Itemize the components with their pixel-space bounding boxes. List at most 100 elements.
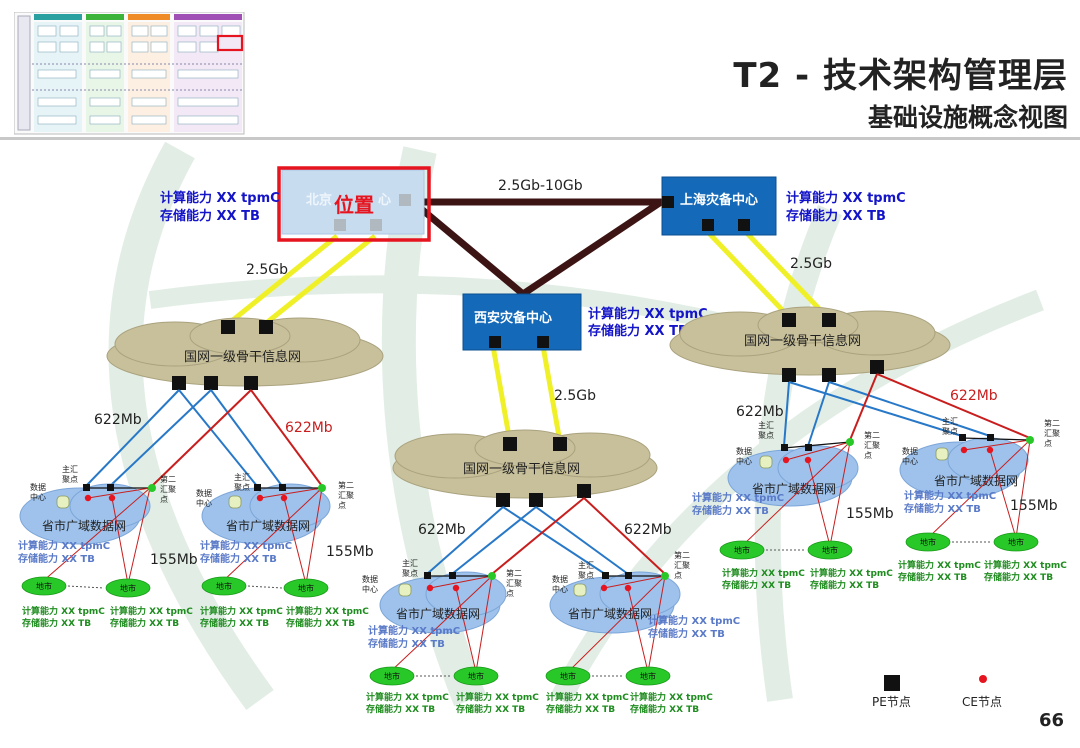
city-cap-s-9: 存储能力 XX TB: [722, 579, 791, 591]
city-clouds: [21, 532, 1039, 686]
thumbnail-navigator[interactable]: [14, 12, 246, 136]
provincial-clouds: [19, 437, 1029, 634]
location-marker: 位置: [334, 193, 374, 217]
legend-ce-label: CE节点: [962, 695, 1002, 709]
xian-center[interactable]: 西安灾备中心: [462, 293, 582, 351]
main-agg-label-e2-l2: 聚点: [942, 427, 958, 436]
backbone-cloud-center: [392, 429, 658, 499]
second-agg-label-w2-l2: 汇聚: [338, 491, 354, 500]
xa-backbone-link-label: 2.5Gb: [554, 388, 596, 404]
dc-label-e1-l2: 中心: [736, 456, 752, 466]
city-label-12: 地市: [1008, 537, 1024, 547]
xian-center-label: 西安灾备中心: [474, 310, 552, 326]
city-cap-s-7: 存储能力 XX TB: [546, 703, 615, 715]
city-cap-c-6: 计算能力 XX tpmC: [456, 691, 539, 703]
bw-label-155-e1: 155Mb: [846, 506, 894, 522]
prov-cap-compute-c1: 计算能力 XX tpmC: [368, 624, 460, 637]
provincial-capacities: 计算能力 XX tpmC 存储能力 XX TB 计算能力 XX tpmC 存储能…: [18, 489, 996, 650]
dc-label-w1-l1: 数据: [30, 482, 46, 492]
prov-cap-compute-w1: 计算能力 XX tpmC: [18, 539, 110, 552]
provincial-labels: 省市广域数据网 省市广域数据网 省市广域数据网 省市广域数据网 省市广域数据网 …: [42, 473, 1018, 621]
provincial-label-c1: 省市广域数据网: [396, 606, 480, 621]
city-cap-c-3: 计算能力 XX tpmC: [200, 605, 283, 617]
backbone-label-east: 国网一级骨干信息网: [744, 333, 861, 349]
city-cap-s-6: 存储能力 XX TB: [456, 703, 525, 715]
page-title: T2 - 技术架构管理层: [733, 56, 1068, 96]
xian-compute-capacity: 计算能力 XX tpmC: [588, 306, 708, 322]
second-agg-label-e2-l2: 汇聚: [1044, 429, 1060, 438]
bw-label-622-e1: 622Mb: [736, 404, 784, 420]
core-links: [409, 198, 665, 298]
bw-label-155-e2: 155Mb: [1010, 498, 1058, 514]
second-agg-label-w1-l3: 点: [160, 495, 168, 504]
city-cap-c-7: 计算能力 XX tpmC: [546, 691, 629, 703]
city-label-2: 地市: [120, 583, 136, 593]
bw-label-622-w2: 622Mb: [285, 420, 333, 436]
dc-label-e2-l1: 数据: [902, 446, 918, 456]
city-capacities: 计算能力 XX tpmC 存储能力 XX TB 计算能力 XX tpmC 存储能…: [22, 559, 1067, 715]
city-cap-s-5: 存储能力 XX TB: [366, 703, 435, 715]
prov-cap-storage-e2: 存储能力 XX TB: [904, 502, 981, 515]
prov-cap-storage-c1: 存储能力 XX TB: [368, 637, 445, 650]
main-agg-label-e2-l1: 主汇: [942, 416, 958, 426]
main-agg-label-w1-l1: 主汇: [62, 464, 78, 474]
city-cap-s-2: 存储能力 XX TB: [110, 617, 179, 629]
beijing-center[interactable]: 北京 心: [281, 169, 425, 235]
city-label-9: 地市: [734, 545, 750, 555]
backbone-label-center: 国网一级骨干信息网: [463, 461, 580, 477]
provincial-label-c2: 省市广域数据网: [568, 606, 652, 621]
red-links: [151, 373, 1031, 575]
city-cap-s-4: 存储能力 XX TB: [286, 617, 355, 629]
shanghai-center-label: 上海灾备中心: [680, 192, 758, 208]
prov-cap-compute-w2: 计算能力 XX tpmC: [200, 539, 292, 552]
city-cap-c-5: 计算能力 XX tpmC: [366, 691, 449, 703]
prov-cap-storage-e1: 存储能力 XX TB: [692, 504, 769, 517]
legend: PE节点 CE节点: [872, 675, 1002, 709]
dc-label-c1-l2: 中心: [362, 584, 378, 594]
second-agg-label-e2-l3: 点: [1044, 439, 1052, 448]
city-cap-c-11: 计算能力 XX tpmC: [898, 559, 981, 571]
city-cap-c-9: 计算能力 XX tpmC: [722, 567, 805, 579]
city-cap-s-11: 存储能力 XX TB: [898, 571, 967, 583]
main-agg-label-w1-l2: 聚点: [62, 475, 78, 484]
prov-cap-storage-w2: 存储能力 XX TB: [200, 552, 277, 565]
dc-label-c2-l1: 数据: [552, 574, 568, 584]
dc-label-c1-l1: 数据: [362, 574, 378, 584]
provincial-label-e1: 省市广域数据网: [752, 481, 836, 496]
main-agg-label-c1-l1: 主汇: [402, 558, 418, 568]
beijing-center-label: 北京: [306, 192, 332, 208]
city-cap-s-12: 存储能力 XX TB: [984, 571, 1053, 583]
second-agg-label-e1-l3: 点: [864, 451, 872, 460]
legend-ce-swatch: [979, 675, 987, 683]
bj-backbone-link-label: 2.5Gb: [246, 262, 288, 278]
city-cap-s-3: 存储能力 XX TB: [200, 617, 269, 629]
dc-label-w1-l2: 中心: [30, 492, 46, 502]
provincial-label-w1: 省市广域数据网: [42, 518, 126, 533]
dc-label-w2-l2: 中心: [196, 498, 212, 508]
beijing-center-label-tail: 心: [378, 193, 391, 208]
city-label-1: 地市: [36, 581, 52, 591]
city-labels: 地市 地市 地市 地市 地市 地市 地市 地市 地市 地市 地市 地市: [36, 537, 1024, 681]
dc-label-e1-l1: 数据: [736, 446, 752, 456]
second-agg-label-w1-l1: 第二: [160, 474, 176, 484]
city-cap-c-8: 计算能力 XX tpmC: [630, 691, 713, 703]
main-agg-label-c2-l2: 聚点: [578, 571, 594, 580]
page-subtitle: 基础设施概念视图: [867, 103, 1068, 132]
bw-label-622-c1: 622Mb: [418, 522, 466, 538]
sh-backbone-link-label: 2.5Gb: [790, 256, 832, 272]
city-dotted-links: [67, 541, 992, 677]
beijing-compute-capacity: 计算能力 XX tpmC: [160, 190, 280, 206]
city-cap-c-1: 计算能力 XX tpmC: [22, 605, 105, 617]
second-agg-label-w2-l1: 第二: [338, 480, 354, 490]
yellow-links: [226, 226, 830, 443]
second-agg-label-w2-l3: 点: [338, 501, 346, 510]
bw-label-622-e2: 622Mb: [950, 388, 998, 404]
prov-cap-compute-e2: 计算能力 XX tpmC: [904, 489, 996, 502]
shanghai-center[interactable]: 上海灾备中心: [661, 176, 777, 236]
second-agg-label-w1-l2: 汇聚: [160, 485, 176, 494]
prov-cap-compute-c2: 计算能力 XX tpmC: [648, 614, 740, 627]
dc-label-c2-l2: 中心: [552, 584, 568, 594]
second-agg-label-e1-l2: 汇聚: [864, 441, 880, 450]
backbone-pe-nodes: [172, 313, 884, 507]
